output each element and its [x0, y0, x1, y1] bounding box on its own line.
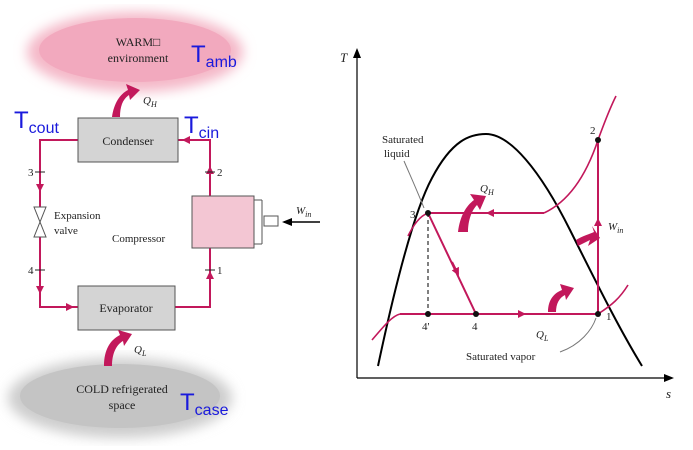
ql-label: QL	[134, 344, 147, 358]
ts-win-arrow	[576, 226, 600, 246]
ql-heat-arrow: QL	[104, 330, 147, 366]
ts-ql-arrow	[548, 284, 574, 312]
state-1-label: 1	[217, 265, 223, 277]
state-3-label: 3	[28, 167, 34, 179]
point-4prime-label: 4'	[422, 321, 430, 333]
expansion-valve-line2: valve	[54, 225, 78, 237]
qh-heat-arrow: QH	[112, 84, 158, 117]
ts-cycle-arrows	[451, 209, 602, 318]
ts-diagram: T s	[340, 48, 674, 401]
tcase-annotation: Tcase	[180, 389, 229, 419]
cycle-piping	[39, 139, 211, 308]
line-2	[178, 139, 211, 196]
evaporator-label: Evaporator	[99, 301, 152, 315]
point-4-label: 4	[472, 321, 478, 333]
tamb-annotation: Tamb	[191, 41, 237, 71]
state-ticks	[35, 171, 215, 271]
condenser-label: Condenser	[102, 134, 153, 148]
warm-environment-cloud: WARM□ environment	[27, 12, 243, 92]
line-3	[39, 139, 78, 207]
ts-win-label: Win	[608, 221, 623, 235]
cold-label-line1: COLD refrigerated	[76, 382, 168, 396]
point-3-label: 3	[410, 209, 416, 221]
saturated-vapor-label: Saturated vapor	[466, 351, 536, 363]
warm-label-line2: environment	[108, 51, 169, 65]
point-2-label: 2	[590, 125, 596, 137]
expansion-valve: Expansion valve	[33, 206, 101, 238]
state-2-label: 2	[217, 167, 223, 179]
point-1-label: 1	[606, 311, 612, 323]
state-points	[425, 137, 601, 317]
saturated-liquid-pointer	[403, 160, 425, 209]
flow-arrows	[36, 136, 214, 311]
saturated-vapor-pointer	[559, 317, 597, 353]
warm-label-line1: WARM□	[116, 35, 161, 49]
cold-label-line2: space	[109, 398, 136, 412]
evaporator-box: Evaporator	[77, 285, 176, 331]
expansion-valve-line1: Expansion	[54, 210, 101, 222]
tcin-annotation: Tcin	[184, 112, 219, 142]
ts-ql-label: QL	[536, 329, 549, 343]
compressor-label: Compressor	[112, 233, 166, 245]
cold-space-cloud: COLD refrigerated space	[8, 358, 232, 438]
tcout-annotation: Tcout	[14, 107, 59, 137]
ts-qh-label: QH	[480, 183, 495, 197]
win-label: Win	[296, 205, 311, 219]
condenser-box: Condenser	[77, 117, 179, 163]
qh-label: QH	[143, 95, 158, 109]
line-1	[175, 248, 211, 308]
compressor: Compressor Win	[112, 195, 320, 249]
s-axis-label: s	[666, 386, 671, 401]
t-axis-label: T	[340, 50, 348, 65]
ts-qh-arrow	[458, 194, 486, 232]
line-4	[39, 237, 78, 308]
saturation-dome	[377, 132, 643, 367]
saturated-liquid-line1: Saturated	[382, 134, 424, 146]
state-4-label: 4	[28, 265, 34, 277]
saturated-liquid-line2: liquid	[384, 148, 410, 160]
